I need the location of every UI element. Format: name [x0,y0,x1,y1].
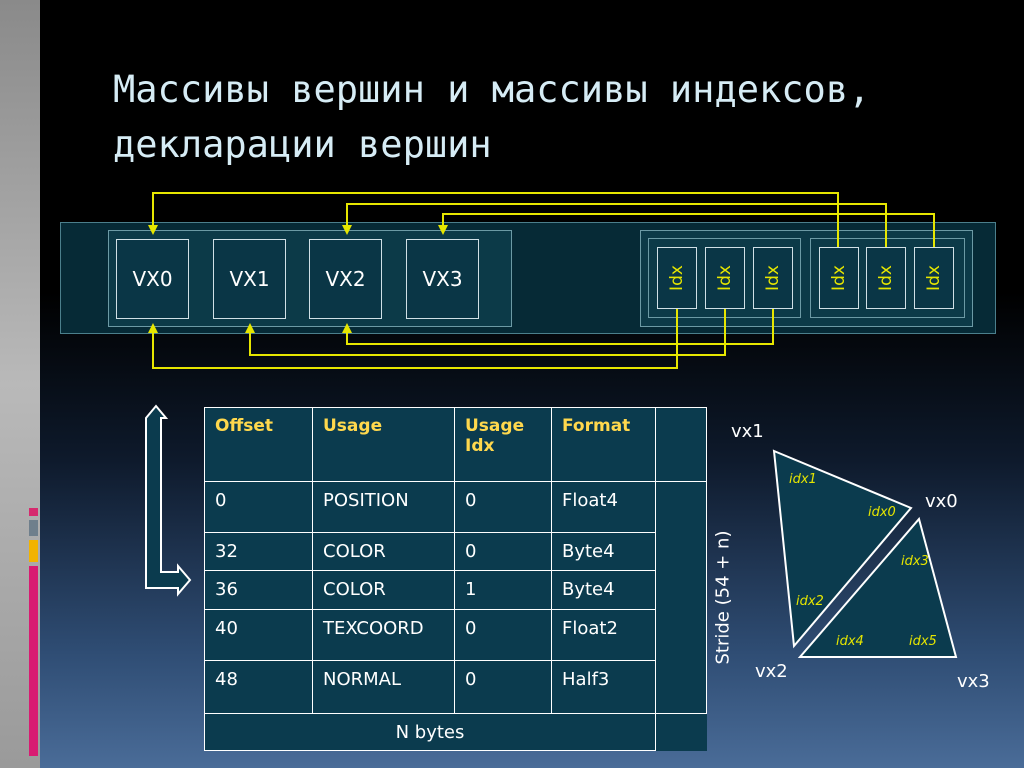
table-cell: Byte4 [551,531,656,572]
table-cell: Byte4 [551,570,656,611]
table-footer-row: N bytes [204,713,707,751]
column-header: Usage Idx [454,407,552,482]
triangle-vertex-label: vx2 [755,661,788,682]
accent-stripe [29,540,38,562]
table-cell: 0 [454,609,552,662]
triangle-shape [772,449,913,649]
table-cell: Half3 [551,660,656,715]
table-cell: 0 [454,531,552,572]
index-triangle-group [810,238,965,318]
table-cell: 48 [204,660,313,715]
connector-line [438,213,935,247]
index-box: Idx [705,247,745,309]
table-cell: 40 [204,609,313,662]
table-cell: POSITION [312,480,455,533]
column-header-empty [655,407,707,482]
column-header: Offset [204,407,313,482]
stride-cell: Stride (54 + n) [655,480,734,715]
vertex-box-vx0: VX0 [116,239,189,319]
table-cell: Float4 [551,480,656,533]
vertex-declaration-table: Offset Usage Usage Idx Format 0 POSITION… [204,407,734,751]
index-box: Idx [753,247,793,309]
table-header-row: Offset Usage Usage Idx Format [204,407,707,482]
vertex-box-vx1: VX1 [213,239,286,319]
index-box: Idx [657,247,697,309]
connector-line [245,309,726,356]
connector-line [342,203,887,247]
triangle-shape [797,516,958,658]
table-cell: 0 [454,660,552,715]
table-row: 0 POSITION 0 Float4 Stride (54 + n) [204,480,734,715]
stride-label: Stride (54 + n) [712,530,734,665]
slide-title: Массивы вершин и массивы индексов, декла… [113,68,871,166]
triangle-vertex-label: vx0 [925,491,958,512]
triangle-index-label: idx2 [796,594,824,609]
connector-line [342,309,774,345]
accent-stripe [29,566,38,756]
stride-arrow-icon [145,404,192,597]
table-row: 48 NORMAL 0 Half3 [204,660,707,715]
triangle-index-label: idx3 [901,554,929,569]
triangle-vertex-label: vx1 [731,421,764,442]
triangle-index-label: idx5 [909,634,937,649]
table-cell: 0 [454,480,552,533]
table-cell: 32 [204,531,313,572]
accent-stripe [29,520,38,536]
table-row: 40 TEXCOORD 0 Float2 [204,609,707,662]
table-footer: N bytes [204,713,656,751]
index-box: Idx [819,247,859,309]
table-cell: NORMAL [312,660,455,715]
table-cell: 36 [204,570,313,611]
table-row: 36 COLOR 1 Byte4 [204,570,707,611]
accent-stripe [29,508,38,516]
table-cell: COLOR [312,531,455,572]
index-box: Idx [866,247,906,309]
table-cell: Float2 [551,609,656,662]
triangle-index-label: idx0 [868,505,896,520]
table-cell: TEXCOORD [312,609,455,662]
table-row: 32 COLOR 0 Byte4 [204,531,707,572]
table-cell: COLOR [312,570,455,611]
table-cell: 1 [454,570,552,611]
connector-line [148,309,678,369]
column-header: Usage [312,407,455,482]
table-cell: 0 [204,480,313,533]
vertex-box-vx3: VX3 [406,239,479,319]
triangle-index-label: idx4 [836,634,864,649]
index-box: Idx [914,247,954,309]
triangle-index-label: idx1 [789,472,817,487]
connector-line [148,192,839,247]
column-header: Format [551,407,656,482]
vertex-box-vx2: VX2 [309,239,382,319]
triangle-vertex-label: vx3 [957,671,990,692]
